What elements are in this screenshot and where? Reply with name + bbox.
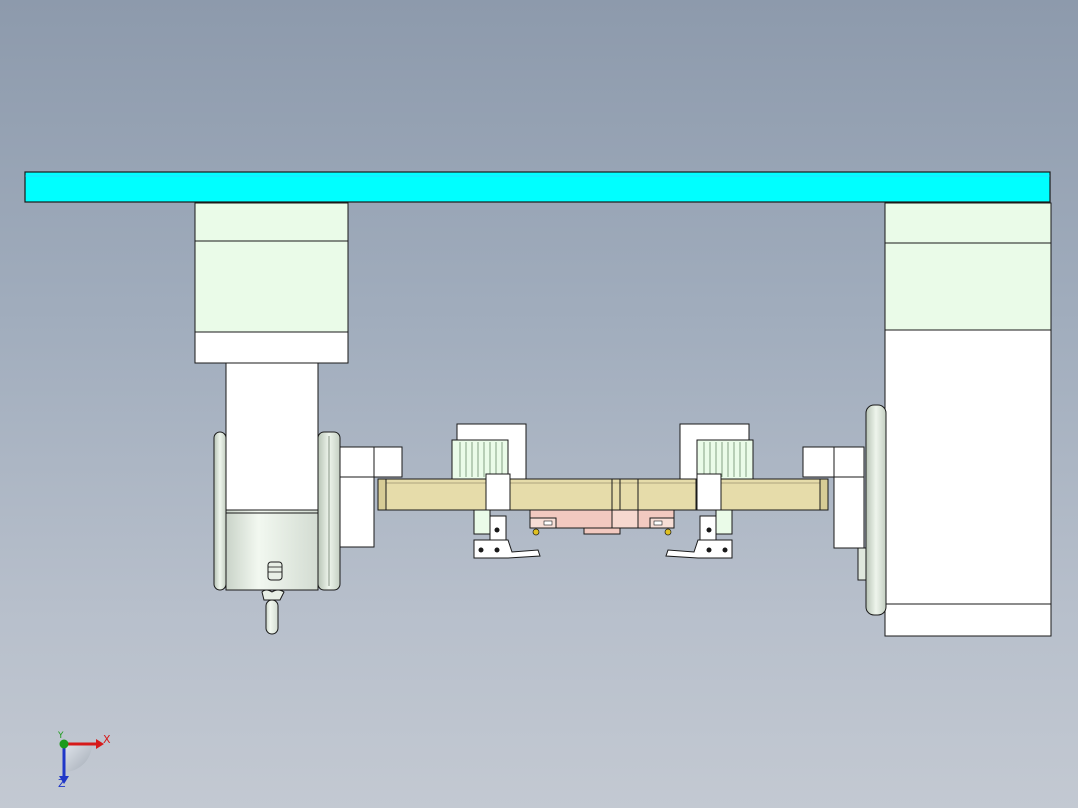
center-pad-plate[interactable] — [529, 509, 675, 536]
left-actuator[interactable] — [451, 423, 541, 559]
y-axis-label: Y — [58, 731, 64, 741]
top-rail[interactable] — [24, 171, 1051, 203]
right-actuator[interactable] — [665, 423, 754, 559]
x-axis-label: X — [103, 733, 111, 746]
coordinate-triad — [59, 739, 104, 784]
right-column-assembly[interactable] — [802, 202, 1052, 637]
cross-plate[interactable] — [377, 478, 829, 511]
z-axis-label: Z — [58, 777, 66, 790]
y-axis-dot — [59, 739, 69, 749]
left-column-assembly[interactable] — [194, 202, 403, 635]
